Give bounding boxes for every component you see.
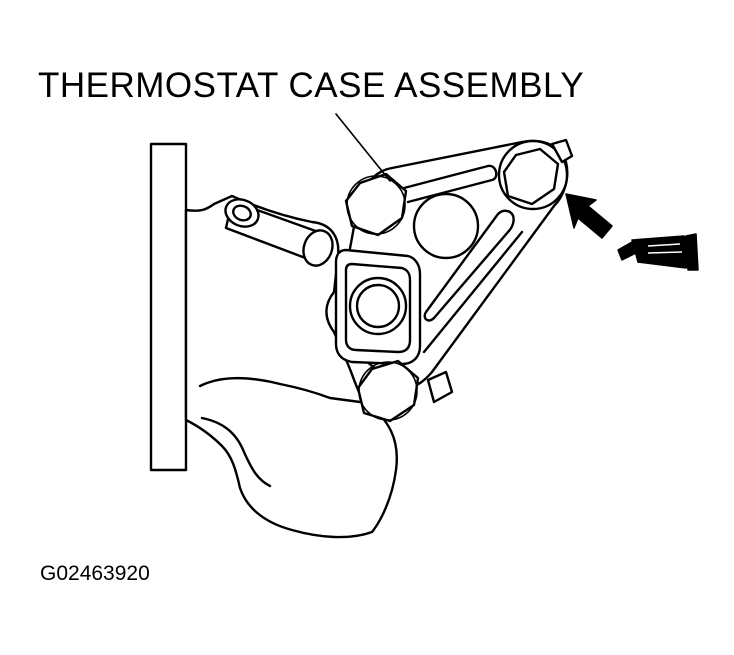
outlet-port-bore-inner	[355, 283, 401, 329]
hose-flange-inner	[200, 416, 272, 488]
water-outlet-body	[184, 194, 398, 539]
callout-leader-line	[335, 113, 391, 182]
callout-label: THERMOSTAT CASE ASSEMBLY	[38, 66, 585, 105]
bolt-icon	[502, 147, 560, 206]
bolt-washer-upper-left	[346, 175, 406, 235]
bypass-pipe-bore	[232, 204, 252, 222]
stud	[426, 370, 454, 404]
figure-id: G02463920	[40, 562, 150, 585]
thermostat-boss	[412, 192, 480, 260]
outlet-port-inner	[344, 262, 412, 354]
flange-right-rib	[423, 209, 515, 322]
hose-flange-outline	[198, 377, 362, 404]
sealant-tube-icon	[617, 233, 699, 271]
arrow-icon	[565, 193, 613, 239]
bolt-corner-tab	[550, 138, 574, 164]
engine-flange	[149, 142, 188, 472]
bolt-washer-lower	[358, 361, 418, 421]
bypass-pipe-end	[302, 229, 334, 267]
flange-lower-rib	[422, 230, 524, 354]
flange-upper-rib	[402, 164, 498, 204]
